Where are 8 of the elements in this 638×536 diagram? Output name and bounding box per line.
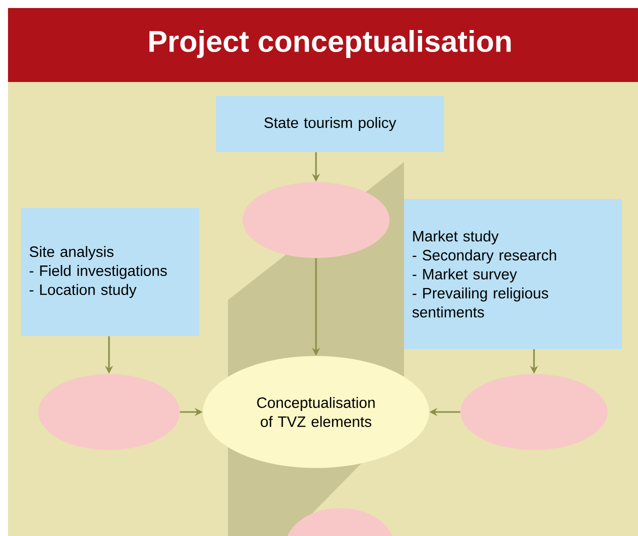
text-box: Market study - Secondary research - Market survey - Prevailing religious sentiments: [404, 199, 622, 349]
title-banner: Project conceptualisation: [8, 8, 638, 82]
ellipse-node: [242, 182, 390, 258]
ellipse-node: [38, 374, 180, 450]
ellipse-node: [460, 374, 608, 450]
ellipse-node: Conceptualisation of TVZ elements: [202, 356, 430, 468]
text-box: State tourism policy: [216, 96, 444, 152]
text-box: Site analysis - Field investigations - Location study: [21, 208, 199, 336]
